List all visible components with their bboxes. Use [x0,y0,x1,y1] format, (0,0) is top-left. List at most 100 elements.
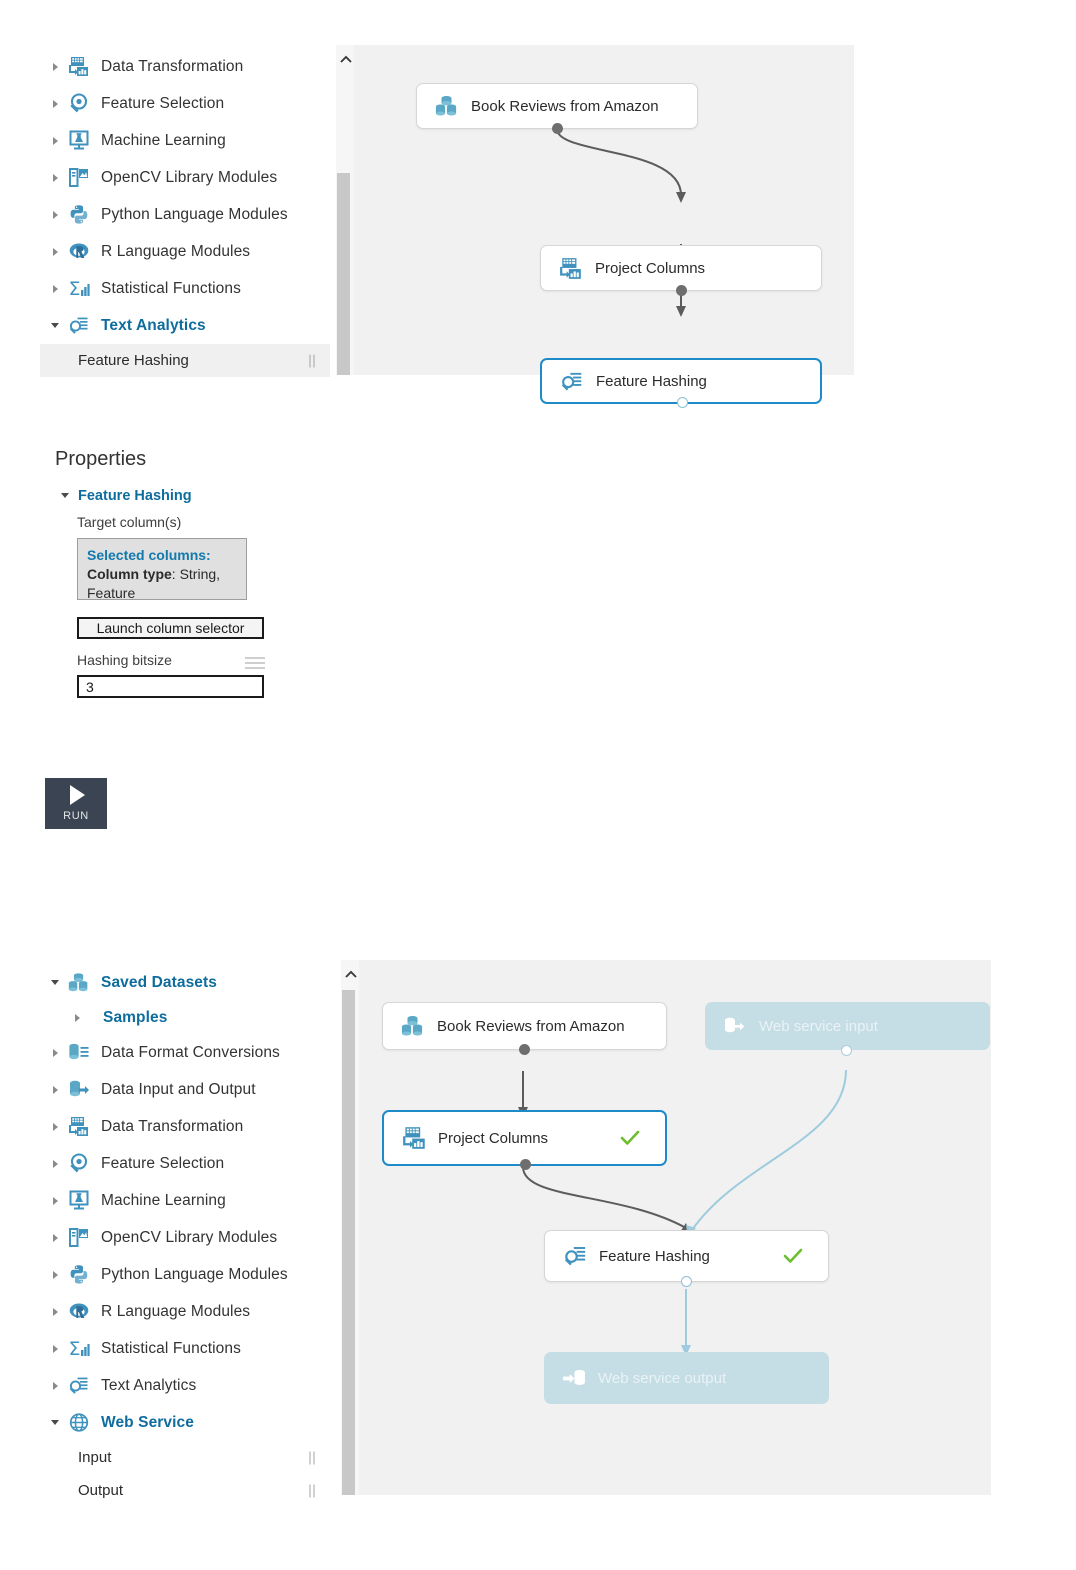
scroll-thumb[interactable] [342,990,355,1495]
drag-handle-icon[interactable] [308,354,316,367]
selected-columns-box[interactable]: Selected columns: Column type: String, F… [77,538,247,601]
python-icon [66,1263,92,1287]
drag-handle-icon[interactable] [308,1484,316,1497]
canvas-node-project-columns[interactable]: Project Columns [382,1110,667,1170]
data-input-output-icon [66,1078,92,1102]
canvas-scrollbar[interactable] [336,45,354,375]
chevron-right-icon[interactable] [48,281,64,297]
scroll-thumb[interactable] [337,173,350,375]
selected-columns-type: Column type: String, Feature [87,566,221,601]
column-type-value: String, Feature [87,566,221,601]
canvas-node-label: Feature Hashing [596,372,707,390]
chevron-right-icon[interactable] [48,1304,64,1320]
chevron-right-icon[interactable] [48,1082,64,1098]
tree-item-python-language-modules[interactable]: Python Language Modules [40,1256,330,1293]
chevron-down-icon[interactable] [48,1415,64,1431]
output-port[interactable] [520,1159,531,1170]
tree-item-statistical-functions[interactable]: Σ Statistical Functions [40,270,330,307]
tree-item-data-format-conversions[interactable]: Data Format Conversions [40,1034,330,1071]
canvas-node-feature-hashing[interactable]: Feature Hashing [540,358,822,408]
drag-handle-icon[interactable] [308,1451,316,1464]
output-port[interactable] [552,123,563,134]
tree-leaf-label: Feature Hashing [78,352,189,369]
canvas-node-project-columns[interactable]: Project Columns [540,245,822,296]
tree-item-label: Text Analytics [101,316,206,334]
tree-item-label: Web Service [101,1413,195,1431]
output-port[interactable] [676,285,687,296]
tree-item-label: Python Language Modules [101,1265,288,1283]
chevron-right-icon[interactable] [48,1193,64,1209]
tree-item-opencv-library-modules[interactable]: OpenCV Library Modules [40,1219,330,1256]
tree-item-text-analytics[interactable]: Text Analytics [40,307,330,344]
chevron-right-icon[interactable] [48,1045,64,1061]
chevron-right-icon[interactable] [48,59,64,75]
launch-column-selector-button[interactable]: Launch column selector [77,617,264,639]
chevron-right-icon[interactable] [48,1119,64,1135]
tree-item-samples[interactable]: Samples [40,1001,330,1034]
chevron-right-icon[interactable] [48,244,64,260]
hashing-bitsize-input[interactable]: 3 [77,675,264,698]
chevron-down-icon[interactable] [48,318,64,334]
tree-item-feature-selection[interactable]: Feature Selection [40,1145,330,1182]
canvas-node-web-service-input[interactable]: Web service input [705,1002,990,1056]
tree-item-text-analytics[interactable]: Text Analytics [40,1367,330,1404]
bottom-experiment-canvas[interactable]: Book Reviews from Amazon Web service inp… [341,960,991,1495]
canvas-scrollbar[interactable] [341,960,359,1495]
tree-item-web-service[interactable]: Web Service [40,1404,330,1441]
chevron-right-icon[interactable] [48,96,64,112]
tree-item-python-language-modules[interactable]: Python Language Modules [40,196,330,233]
tree-leaf-input[interactable]: Input [40,1441,330,1474]
column-type-label: Column type [87,566,172,582]
canvas-node-book-reviews-from-amazon[interactable]: Book Reviews from Amazon [382,1002,667,1055]
bottom-module-tree[interactable]: Saved Datasets Samples Data Format Conve… [40,964,330,1507]
canvas-node-feature-hashing[interactable]: Feature Hashing [544,1230,829,1287]
tree-item-data-transformation[interactable]: Data Transformation [40,48,330,85]
chevron-down-icon[interactable] [48,975,64,991]
output-port[interactable] [519,1044,530,1055]
tree-item-data-input-and-output[interactable]: Data Input and Output [40,1071,330,1108]
chevron-right-icon[interactable] [48,170,64,186]
feature-selection-icon [66,92,92,116]
properties-module-header[interactable]: Feature Hashing [58,488,192,504]
tree-item-statistical-functions[interactable]: Σ Statistical Functions [40,1330,330,1367]
tree-leaf-feature-hashing[interactable]: Feature Hashing [40,344,330,377]
chevron-right-icon[interactable] [48,1230,64,1246]
output-port[interactable] [681,1276,692,1287]
chevron-right-icon[interactable] [48,1378,64,1394]
canvas-node-book-reviews-from-amazon[interactable]: Book Reviews from Amazon [416,83,698,134]
status-check-icon [619,1127,641,1149]
tree-item-label: R Language Modules [101,1302,251,1320]
run-button[interactable]: RUN [45,778,107,829]
canvas-node-label: Project Columns [595,259,706,277]
tree-item-saved-datasets[interactable]: Saved Datasets [40,964,330,1001]
svg-text:Σ: Σ [69,1338,81,1359]
chevron-right-icon[interactable] [48,207,64,223]
output-port[interactable] [841,1045,852,1056]
tree-item-machine-learning[interactable]: Machine Learning [40,1182,330,1219]
hashing-bitsize-menu-icon[interactable] [245,656,265,670]
output-port[interactable] [677,397,688,408]
chevron-right-icon[interactable] [48,1341,64,1357]
tree-item-r-language-modules[interactable]: R Language Modules [40,1293,330,1330]
tree-leaf-output[interactable]: Output [40,1474,330,1507]
spacer [88,1006,94,1030]
top-experiment-canvas[interactable]: Book Reviews from Amazon Projec [336,45,854,408]
chevron-right-icon[interactable] [48,1156,64,1172]
tree-item-opencv-library-modules[interactable]: OpenCV Library Modules [40,159,330,196]
machine-learning-icon [66,1189,92,1213]
tree-item-r-language-modules[interactable]: R Language Modules [40,233,330,270]
chevron-right-icon[interactable] [70,1010,86,1026]
scroll-up-arrow-icon[interactable] [344,968,358,980]
properties-module-name: Feature Hashing [78,488,192,504]
canvas-node-web-service-output[interactable]: Web service output [544,1352,829,1404]
svg-text:Σ: Σ [69,278,81,299]
chevron-right-icon[interactable] [48,1267,64,1283]
chevron-down-icon[interactable] [58,488,74,504]
scroll-up-arrow-icon[interactable] [339,53,353,65]
tree-item-data-transformation[interactable]: Data Transformation [40,1108,330,1145]
tree-item-machine-learning[interactable]: Machine Learning [40,122,330,159]
tree-item-label: Statistical Functions [101,279,241,297]
chevron-right-icon[interactable] [48,133,64,149]
top-module-tree[interactable]: Data Transformation Feature Selection Ma… [40,48,330,377]
tree-item-feature-selection[interactable]: Feature Selection [40,85,330,122]
